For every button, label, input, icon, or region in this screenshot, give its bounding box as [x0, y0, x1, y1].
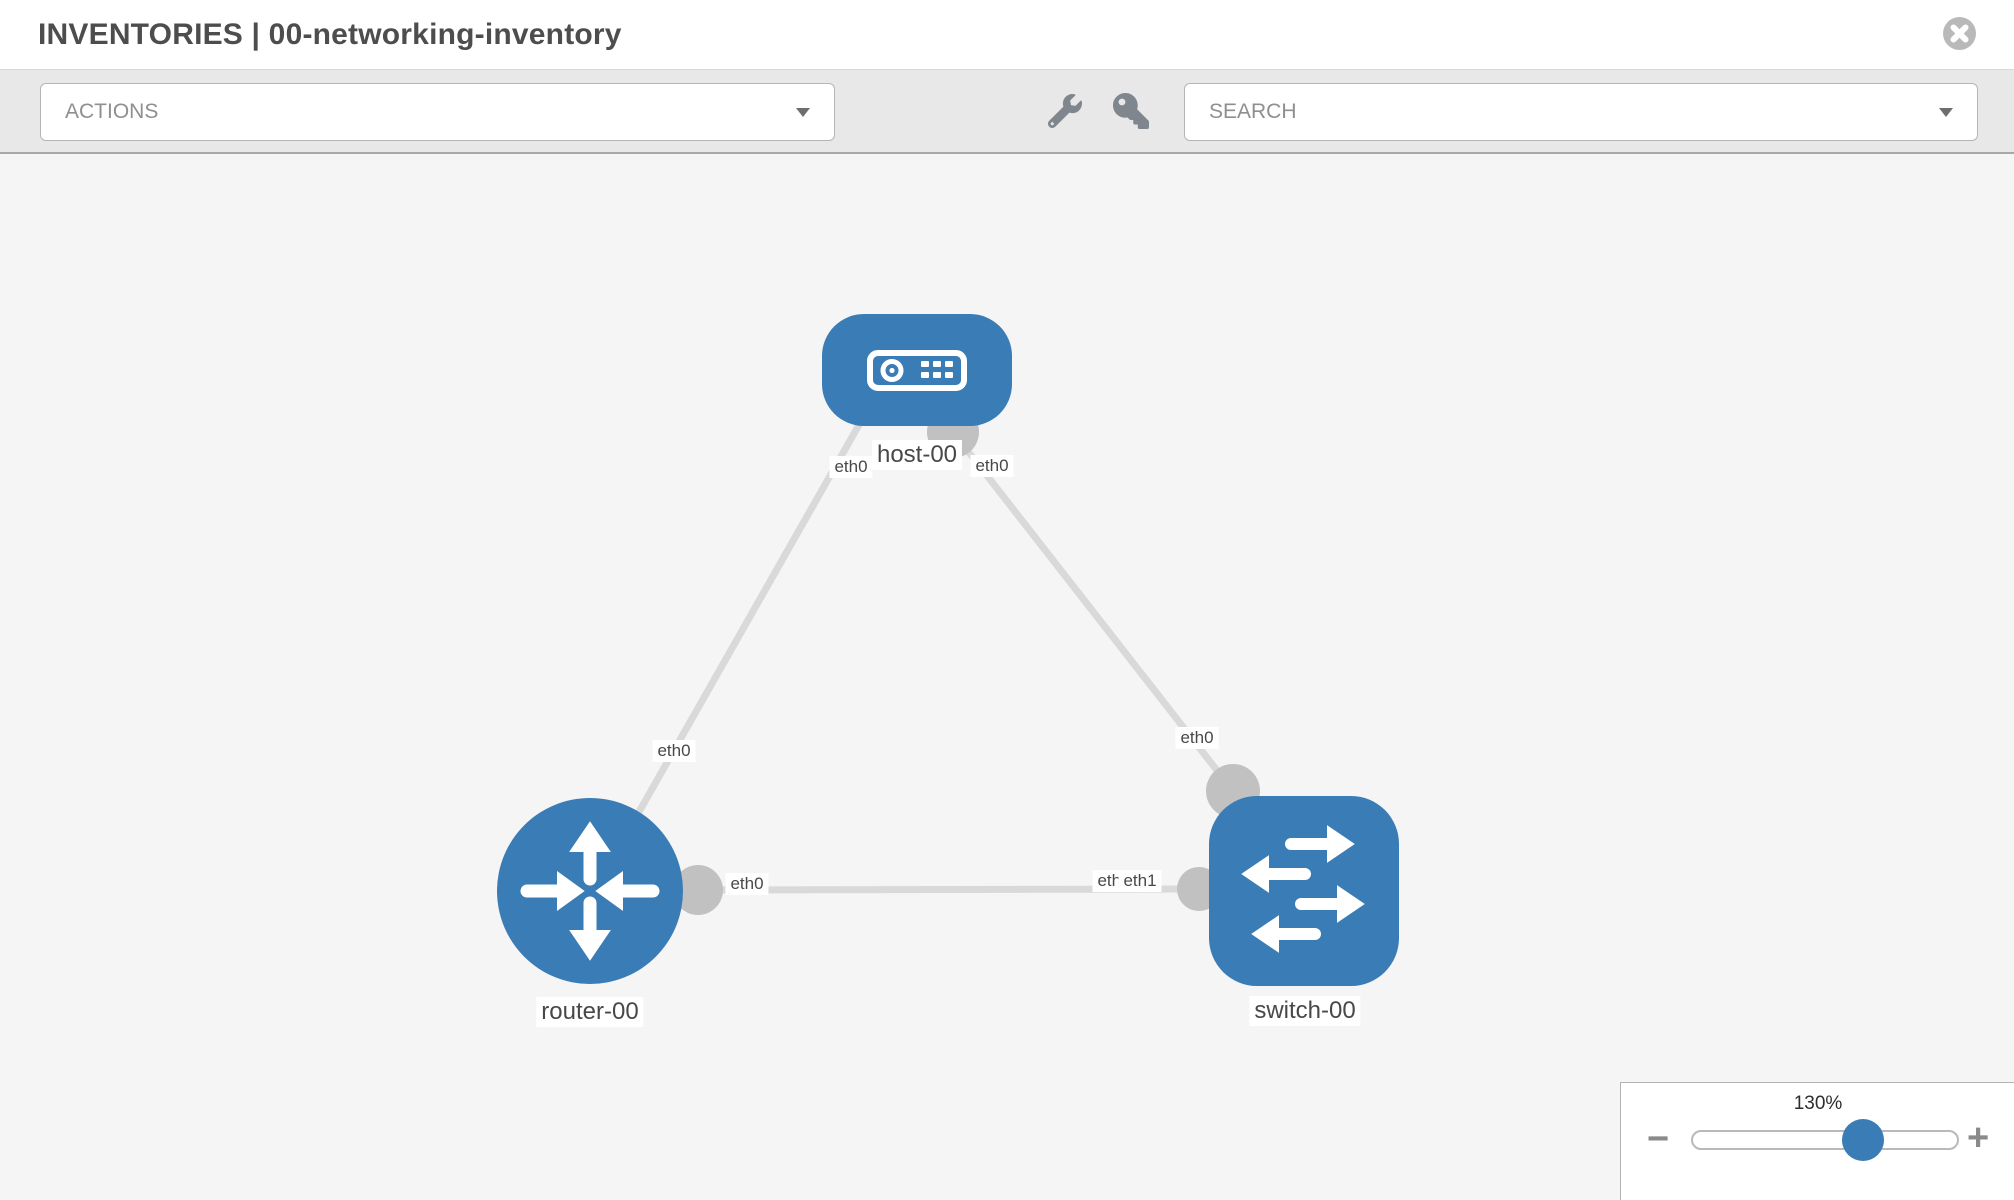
- node-label-host: host-00: [871, 440, 963, 470]
- switch-icon: [1241, 825, 1365, 953]
- interface-label-router-to-switch: eth0: [725, 873, 769, 895]
- interface-label-switch-to-host: eth0: [1175, 727, 1219, 749]
- router-icon: [520, 821, 660, 961]
- zoom-slider-track[interactable]: [1691, 1119, 1959, 1161]
- interface-label-switch-to-router: eth1: [1118, 870, 1162, 892]
- close-button[interactable]: [1942, 16, 1977, 51]
- search-dropdown[interactable]: SEARCH: [1184, 83, 1978, 141]
- interface-circle-router: [673, 865, 723, 915]
- actions-dropdown[interactable]: ACTIONS: [40, 83, 835, 141]
- chevron-down-icon: [1939, 107, 1953, 117]
- interface-label-host-to-switch: eth0: [970, 455, 1014, 477]
- topology-canvas[interactable]: host-00 router-00 switch-00 eth0 eth0 et…: [0, 154, 2014, 1200]
- zoom-level-value: 130%: [1793, 1093, 1843, 1114]
- chevron-down-icon: [796, 107, 810, 117]
- header-bar: INVENTORIES | 00-networking-inventory: [0, 0, 2014, 70]
- key-icon[interactable]: [1113, 93, 1149, 129]
- zoom-slider-thumb[interactable]: [1842, 1119, 1885, 1161]
- topology-links-layer: [594, 406, 1260, 915]
- search-dropdown-label: SEARCH: [1209, 100, 1297, 123]
- node-host-00[interactable]: [822, 314, 1012, 426]
- close-icon: [1943, 17, 1976, 50]
- node-switch-00[interactable]: [1209, 796, 1399, 986]
- wrench-icon[interactable]: [1047, 94, 1082, 129]
- node-label-router: router-00: [536, 997, 644, 1027]
- actions-dropdown-label: ACTIONS: [65, 100, 159, 123]
- zoom-control-panel: 130% − +: [1620, 1082, 2014, 1200]
- node-router-00[interactable]: [497, 798, 683, 984]
- toolbar: ACTIONS SEARCH: [0, 70, 2014, 154]
- zoom-in-button[interactable]: +: [1967, 1117, 1990, 1159]
- node-label-switch: switch-00: [1249, 996, 1361, 1026]
- interface-label-host-to-router: eth0: [829, 456, 873, 478]
- interface-label-router-to-host: eth0: [652, 740, 696, 762]
- zoom-out-button[interactable]: −: [1647, 1118, 1670, 1160]
- host-icon: [867, 350, 967, 391]
- link-host-router[interactable]: [594, 407, 872, 886]
- page-title: INVENTORIES | 00-networking-inventory: [38, 17, 622, 51]
